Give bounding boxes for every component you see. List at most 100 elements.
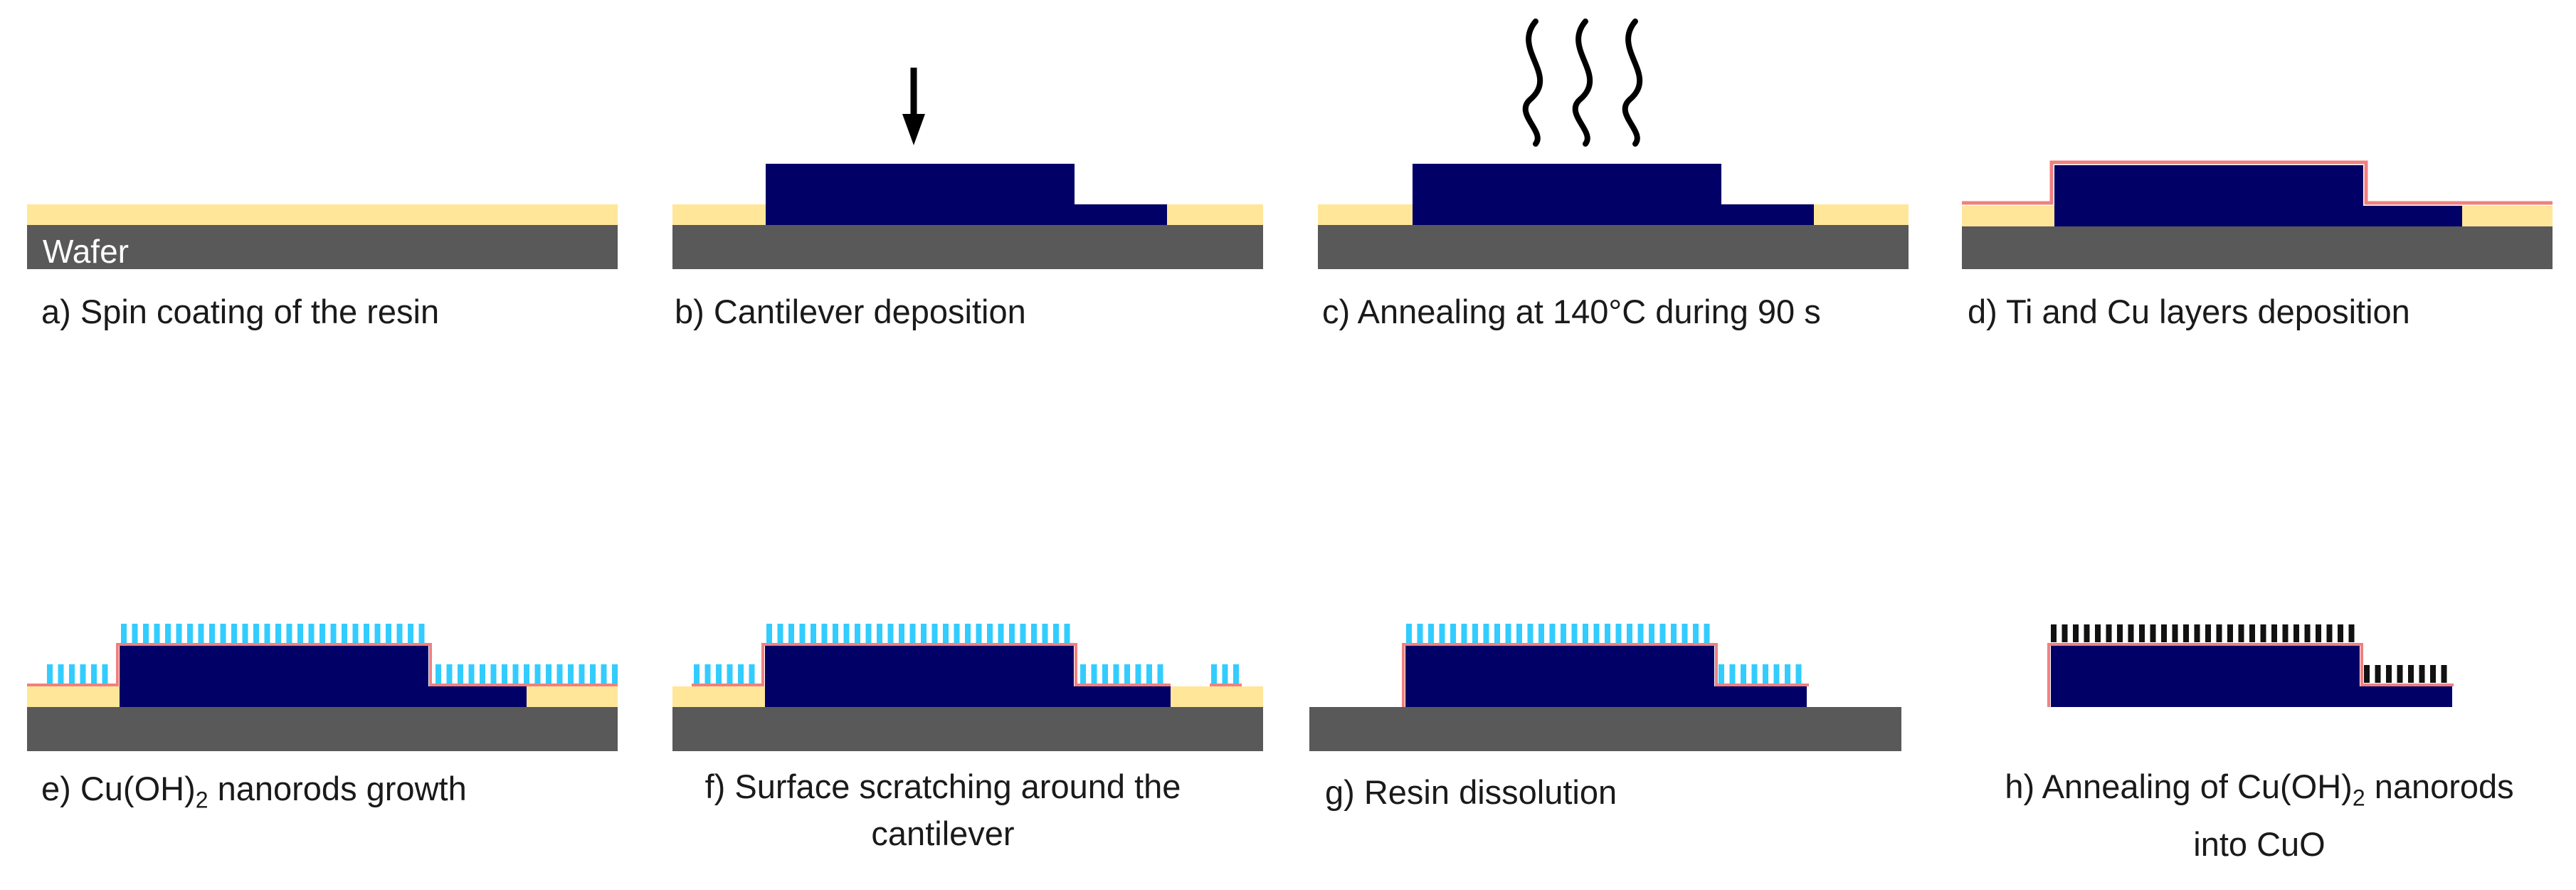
cantilever-b (766, 164, 1075, 225)
nanorod (512, 664, 519, 684)
wafer-c (1318, 225, 1909, 269)
cuo-nanorod (2062, 624, 2068, 642)
nanorod (502, 664, 507, 684)
nanorod (436, 664, 441, 684)
nanorod (220, 624, 226, 643)
deposition-arrow-head (902, 114, 925, 145)
nanorod (1102, 664, 1108, 684)
nanorod (342, 624, 347, 643)
nanorod (909, 624, 916, 643)
nanorod (275, 624, 281, 643)
nanorod (704, 664, 711, 684)
resin-layer-a (27, 204, 618, 225)
nanorod (1649, 624, 1654, 643)
resin-right-d (2462, 206, 2553, 226)
caption-b-text: b) Cantilever deposition (675, 293, 1026, 330)
caption-d: d) Ti and Cu layers deposition (1968, 288, 2410, 335)
caption-a: a) Spin coating of the resin (41, 288, 439, 335)
cuo-nanorod (2386, 665, 2392, 683)
caption-f-line2: cantilever (871, 815, 1015, 852)
nanorod (408, 624, 413, 643)
cuo-nanorod (2216, 624, 2222, 642)
nanorod (1042, 624, 1048, 643)
nanorod (1682, 624, 1688, 643)
nanorod (921, 624, 927, 643)
heat-wave-3 (1622, 19, 1643, 147)
caption-e: e) Cu(OH)2 nanorods growth (41, 765, 467, 823)
nanorod (1571, 624, 1578, 643)
cantilever-step-e (428, 686, 527, 707)
nanorod (833, 624, 838, 643)
cuo-nanorod (2408, 665, 2414, 683)
nanorod (534, 664, 541, 684)
nanorod (1795, 664, 1802, 684)
cantilever-f (765, 646, 1074, 707)
cuo-nanorod (2249, 624, 2255, 642)
nanorod (1439, 624, 1445, 643)
cantilever-d (2054, 165, 2363, 226)
cuo-nanorod (2316, 624, 2321, 642)
nanorod (458, 664, 463, 684)
nanorod (546, 664, 551, 684)
nanorod (1113, 664, 1119, 684)
caption-g: g) Resin dissolution (1325, 769, 1617, 816)
cuo-nanorod (2117, 624, 2123, 642)
nanorod (899, 624, 904, 643)
nanorod (965, 624, 971, 643)
nanorod (1472, 624, 1478, 643)
caption-e-sub: 2 (195, 787, 208, 813)
caption-h-line1: h) Annealing of Cu(OH)2 nanorods (1971, 763, 2548, 821)
nanorod (121, 624, 127, 643)
cantilever-step-h (2360, 686, 2452, 707)
nanorod (490, 664, 497, 684)
nanorod (132, 624, 138, 643)
resin-left-f (672, 686, 765, 707)
nanorod (877, 624, 882, 643)
cuo-nanorod (2397, 665, 2403, 683)
cuo-nanorod (2194, 624, 2200, 642)
nanorod (47, 664, 53, 684)
nanorod (788, 624, 794, 643)
nanorod (1483, 624, 1489, 643)
cuo-nanorod (2364, 665, 2370, 683)
nanorod (738, 664, 744, 684)
nanorod (987, 624, 993, 643)
nanorod (386, 624, 391, 643)
nanorod (308, 624, 315, 643)
nanorod (264, 624, 270, 643)
ti-cu-layer-d (1962, 160, 2553, 205)
nanorod (198, 624, 204, 643)
caption-h-pre: h) Annealing of Cu(OH) (2005, 768, 2353, 805)
nanorod (1785, 664, 1790, 684)
nanorod (766, 624, 772, 643)
caption-g-text: g) Resin dissolution (1325, 773, 1617, 811)
ti-cu-layer-h (2047, 643, 2454, 707)
ti-cu-layer-f (692, 643, 1171, 686)
nanorod (855, 624, 860, 643)
nanorod (1627, 624, 1632, 643)
cuo-nanorod (2227, 624, 2233, 642)
nanorod (1719, 664, 1724, 684)
cuo-nanorod (2375, 665, 2381, 683)
nanorod (297, 624, 303, 643)
nanorod (374, 624, 381, 643)
nanorod (579, 664, 585, 684)
nanorod (865, 624, 872, 643)
nanorod (1135, 664, 1141, 684)
nanorod (1637, 624, 1644, 643)
nanorod (1516, 624, 1522, 643)
nanorod (811, 624, 816, 643)
cuo-nanorod (2282, 624, 2289, 642)
cuo-nanorod (2304, 624, 2311, 642)
nanorod (1211, 664, 1217, 684)
caption-c: c) Annealing at 140°C during 90 s (1322, 288, 1821, 335)
nanorod (1751, 664, 1758, 684)
nanorod (1064, 624, 1070, 643)
nanorod (330, 624, 337, 643)
nanorod (1091, 664, 1097, 684)
nanorod (887, 624, 894, 643)
caption-e-pre: e) Cu(OH) (41, 770, 196, 807)
nanorod (556, 664, 563, 684)
